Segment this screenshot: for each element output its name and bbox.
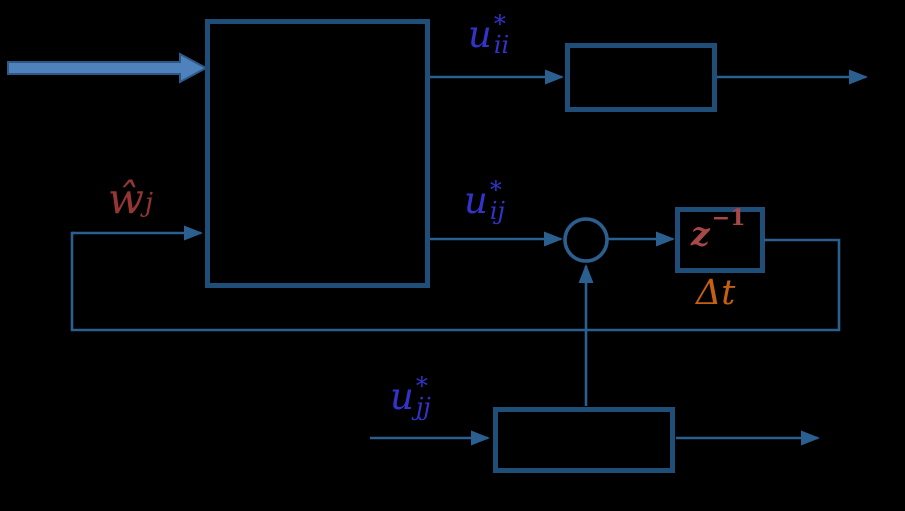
label-u-ij-sup: * xyxy=(489,176,502,204)
delay-block xyxy=(675,207,765,273)
label-delta-t: Δt xyxy=(696,276,735,311)
label-delta-t-text: Δt xyxy=(696,273,736,313)
label-u-jj: u * jj xyxy=(390,372,431,421)
label-u-ij-scripts: * ij xyxy=(489,176,505,225)
label-w-hat-j-base: ŵ xyxy=(108,174,144,223)
label-u-jj-sub: jj xyxy=(415,392,431,421)
upper-output-block xyxy=(565,43,717,112)
label-w-hat-j: ŵ j xyxy=(108,178,153,220)
label-w-hat-j-sub: j xyxy=(144,188,154,218)
lower-block xyxy=(493,407,675,473)
label-u-ii-base: u xyxy=(468,13,492,56)
main-block xyxy=(205,19,430,288)
label-u-ii-scripts: * ii xyxy=(493,10,510,59)
label-u-ij: u * ij xyxy=(464,176,505,225)
label-u-ii-sub: ii xyxy=(493,30,510,59)
label-u-jj-base: u xyxy=(390,375,414,418)
label-u-ij-base: u xyxy=(464,179,488,222)
label-z-inverse-sup: −1 xyxy=(711,205,746,231)
label-u-ii-sup: * xyxy=(493,10,506,38)
input-block-arrow xyxy=(7,52,209,84)
label-u-jj-sup: * xyxy=(415,372,428,400)
label-z-inverse-base: z xyxy=(691,214,710,253)
label-u-jj-scripts: * jj xyxy=(415,372,431,421)
label-u-ii: u * ii xyxy=(468,10,510,59)
summing-junction xyxy=(563,217,609,263)
label-u-ij-sub: ij xyxy=(489,196,505,225)
label-z-inverse: z −1 xyxy=(691,207,746,253)
